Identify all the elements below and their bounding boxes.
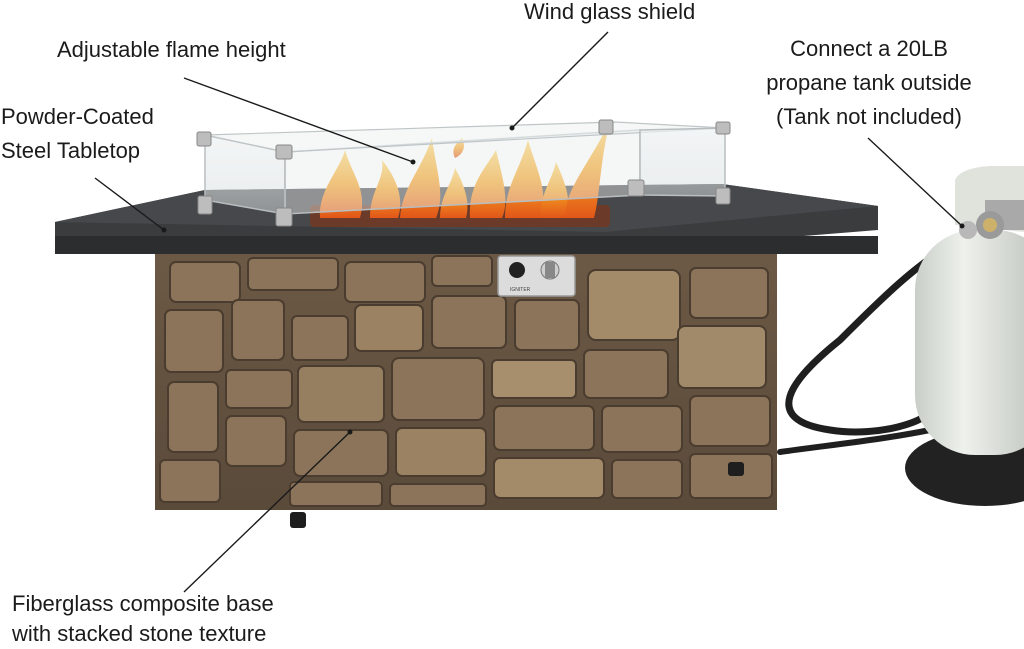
label-base-line1: Fiberglass composite base — [12, 591, 274, 616]
label-propane-line3: (Tank not included) — [776, 104, 962, 129]
fire-bed — [310, 122, 610, 227]
leader-propane — [867, 137, 963, 227]
label-propane-line2: propane tank outside — [766, 70, 972, 95]
label-propane-tank: Connect a 20LB propane tank outside (Tan… — [748, 32, 990, 134]
label-propane-line1: Connect a 20LB — [790, 36, 948, 61]
label-fiberglass-base: Fiberglass composite base with stacked s… — [12, 589, 274, 649]
label-tabletop-line1: Powder-Coated — [1, 104, 154, 129]
flames — [319, 122, 610, 218]
label-adjustable-flame-height: Adjustable flame height — [57, 33, 286, 67]
label-adjustable-flame-height-text: Adjustable flame height — [57, 37, 286, 62]
igniter-text: IGNITER — [510, 287, 531, 293]
propane-tank — [905, 166, 1024, 506]
label-tabletop-line2: Steel Tabletop — [1, 138, 141, 163]
label-wind-glass-shield: Wind glass shield — [524, 0, 695, 29]
leader-wind-glass — [511, 31, 609, 129]
leader-tabletop — [94, 177, 165, 231]
leader-flame-height — [183, 77, 414, 163]
wind-glass-shield — [196, 119, 731, 227]
leader-lines — [94, 31, 963, 593]
label-wind-glass-shield-text: Wind glass shield — [524, 0, 696, 24]
label-steel-tabletop: Powder-Coated Steel Tabletop — [1, 100, 154, 168]
control-panel: IGNITER — [497, 255, 576, 297]
gas-hose — [777, 236, 964, 455]
stone-base — [155, 240, 777, 528]
label-base-line2: with stacked stone texture — [12, 621, 267, 646]
leader-base — [183, 431, 351, 593]
